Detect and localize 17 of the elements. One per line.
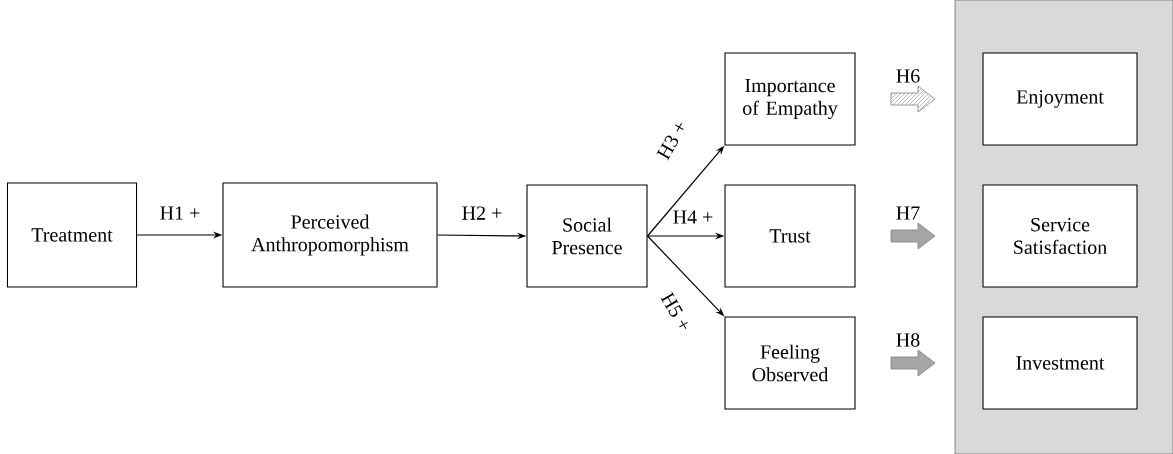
arrow-label: H6: [896, 69, 920, 83]
concept-box: Importance of Empathy: [724, 52, 856, 146]
edge-label: H5 +: [660, 291, 688, 329]
concept-box: Perceived Anthropomorphism: [222, 182, 438, 288]
concept-box: Service Satisfaction: [982, 184, 1138, 288]
concept-box: Social Presence: [526, 184, 648, 288]
arrow-label: H8: [896, 333, 920, 347]
concept-box: Trust: [724, 184, 856, 288]
edge-label: H3 +: [656, 122, 684, 161]
edge-label: H4 +: [673, 210, 713, 224]
edge-label: H1 +: [160, 206, 200, 220]
concept-box: Enjoyment: [982, 52, 1138, 146]
edge-label: H2 +: [462, 206, 502, 220]
concept-box: Treatment: [6, 182, 138, 288]
arrow-label: H7: [896, 206, 920, 220]
concept-box: Feeling Observed: [724, 316, 856, 410]
concept-box: Investment: [982, 316, 1138, 410]
